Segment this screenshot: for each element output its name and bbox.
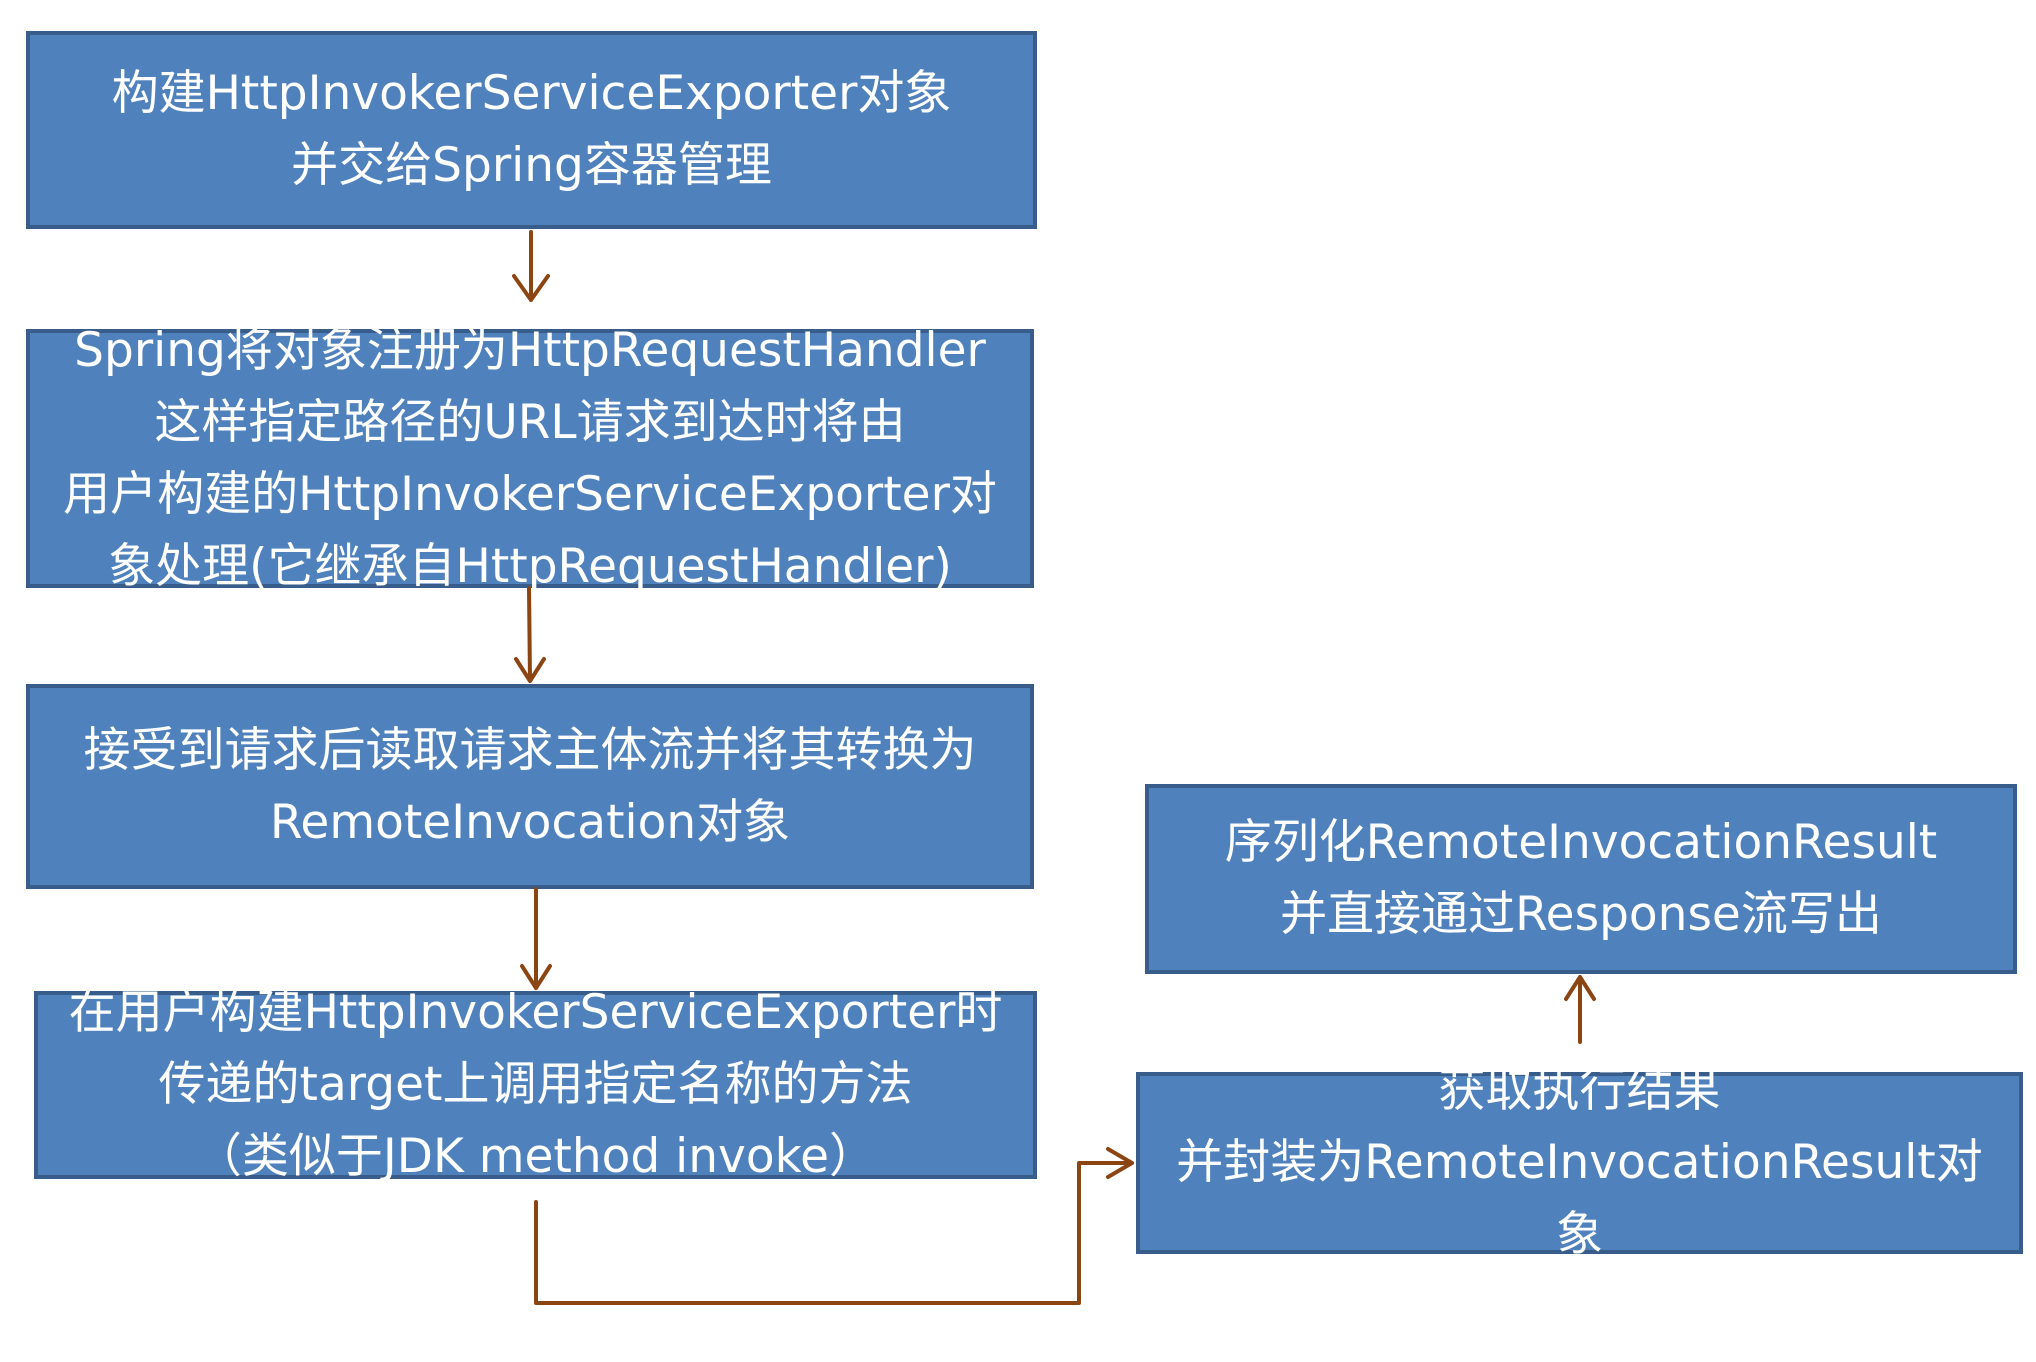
arrow-invoke-to-wrap: [534, 1147, 1134, 1305]
step-text-line: 并交给Spring容器管理: [291, 138, 772, 193]
arrow-register-to-read: [514, 586, 546, 683]
step-text-line: 接受到请求后读取请求主体流并将其转换为: [83, 722, 977, 778]
step-text-line: 并封装为RemoteInvocationResult对: [1176, 1135, 1983, 1190]
step-text-line: 构建HttpInvokerServiceExporter对象: [111, 66, 952, 121]
arrow-read-to-invoke: [520, 887, 552, 990]
step-serialize-result: 序列化RemoteInvocationResult 并直接通过Response流…: [1145, 784, 2017, 974]
step-text-line: 传递的target上调用指定名称的方法: [158, 1057, 913, 1112]
step-text-line: 获取执行结果: [1438, 1063, 1721, 1118]
step-read-request: 接受到请求后读取请求主体流并将其转换为 RemoteInvocation对象: [26, 684, 1034, 889]
step-register-handler: Spring将对象注册为HttpRequestHandler 这样指定路径的UR…: [26, 323, 1034, 594]
step-text-line: 序列化RemoteInvocationResult: [1224, 815, 1938, 870]
step-text-line: 这样指定路径的URL请求到达时将由: [154, 394, 906, 450]
step-text-line: 在用户构建HttpInvokerServiceExporter时: [68, 985, 1003, 1040]
step-wrap-result: 获取执行结果 并封装为RemoteInvocationResult对 象: [1136, 1063, 2023, 1262]
arrow-wrap-to-serialize: [1564, 975, 1596, 1044]
step-text-line: 象: [1556, 1207, 1603, 1262]
step-text-line: 象处理(它继承自HttpRequestHandler): [108, 538, 952, 594]
step-text-line: RemoteInvocation对象: [269, 794, 791, 850]
step-text-line: 并直接通过Response流写出: [1280, 887, 1882, 942]
step-create-exporter: 构建HttpInvokerServiceExporter对象 并交给Spring…: [26, 31, 1037, 229]
step-invoke-method: 在用户构建HttpInvokerServiceExporter时 传递的targ…: [34, 985, 1037, 1184]
step-text-line: 用户构建的HttpInvokerServiceExporter对: [63, 466, 997, 522]
step-text-line: （类似于JDK method invoke）: [194, 1129, 877, 1184]
step-text-line: Spring将对象注册为HttpRequestHandler: [74, 322, 986, 378]
arrow-create-to-register: [512, 230, 550, 302]
